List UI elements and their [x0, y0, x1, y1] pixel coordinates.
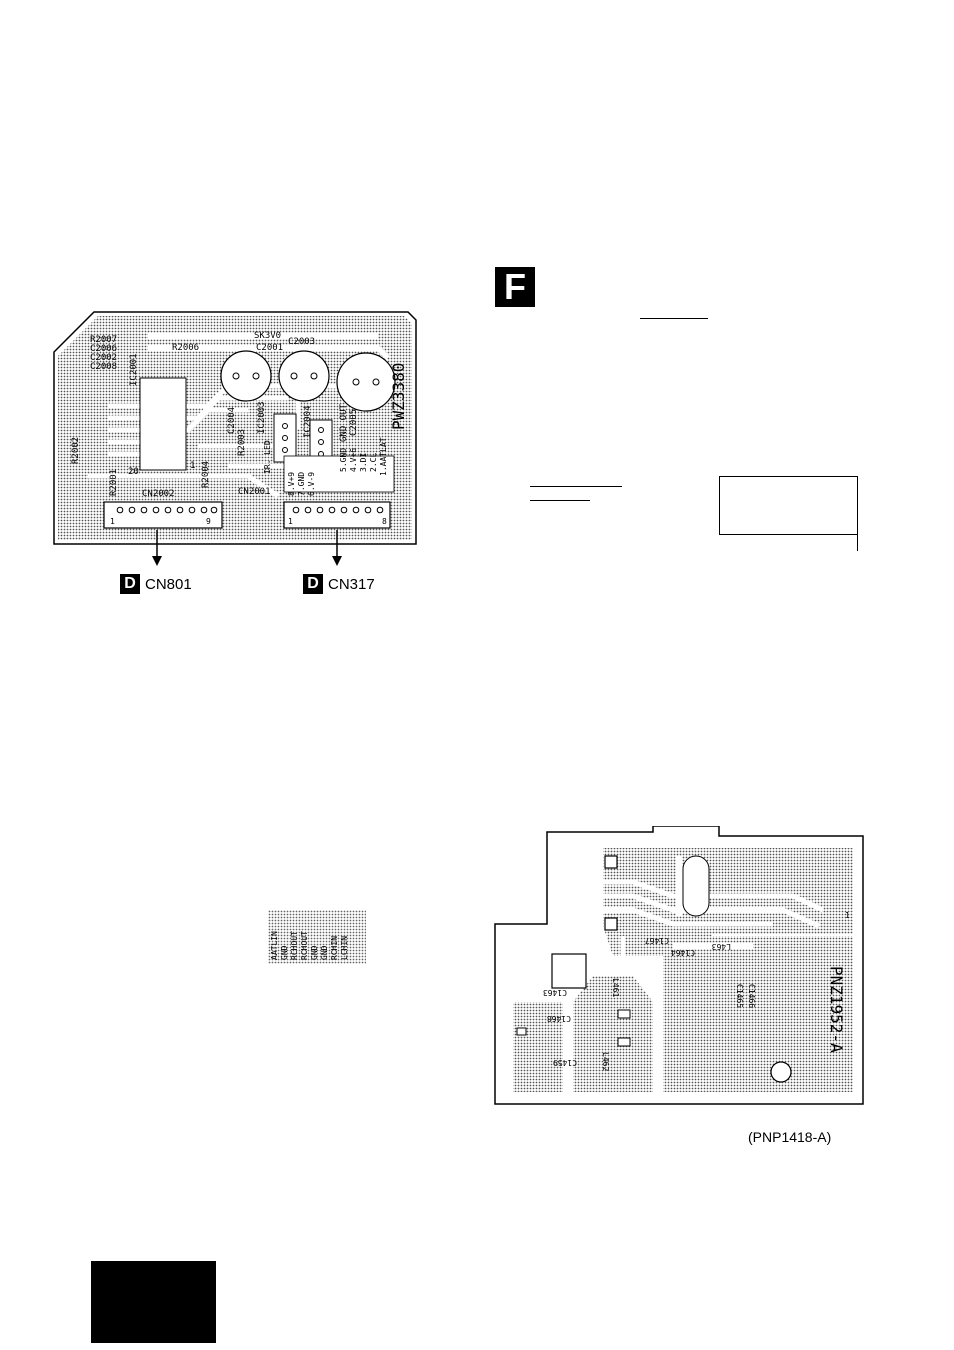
label-pin1: 1 — [845, 911, 850, 920]
page-tab-block — [91, 1261, 216, 1343]
label-cn2001-pin1: 1 — [288, 517, 293, 526]
label-ir-led: IR. LED — [263, 440, 272, 474]
pin-label: 8.V+9 — [287, 472, 296, 496]
label-r2007: R2007 — [90, 335, 117, 345]
connector-arrows — [152, 530, 342, 566]
section-badge: D — [120, 574, 140, 594]
label-cn2001: CN2001 — [238, 487, 271, 497]
underline — [640, 318, 708, 319]
pin-label: 4.V+6 — [349, 448, 358, 472]
board-f-part-code: PNZ1952-A — [827, 966, 846, 1053]
label-gnd-out: GND OUT — [339, 403, 349, 442]
label-ic2001: IC2001 — [129, 353, 139, 386]
connector-name: CN317 — [328, 575, 375, 593]
label-c2005: C2005 — [349, 409, 359, 436]
box-tick — [857, 535, 858, 551]
label-c2002: C2002 — [90, 353, 117, 363]
pin-label: 3.DI — [359, 453, 368, 472]
connector-label-cn801: D CN801 — [120, 574, 192, 594]
label-c2004: C2004 — [227, 407, 237, 434]
board-d-part-code: PWZ3380 — [389, 363, 408, 430]
pcb-board-f: C1467 L463 C1464 C1463 L461 C1468 C1465 … — [493, 825, 867, 1106]
label-c2001: C2001 — [256, 343, 283, 353]
label-ic2003: IC2003 — [257, 401, 267, 434]
label-c1465: C1465 — [735, 984, 744, 1008]
label-c1468: C1468 — [547, 1014, 571, 1023]
label-r2002: R2002 — [71, 437, 81, 464]
detail-label: RCHOUT — [300, 931, 309, 960]
label-cn2002: CN2002 — [142, 489, 175, 499]
label-r2003: R2003 — [237, 429, 247, 456]
label-r2006: R2006 — [172, 343, 199, 353]
pin-label: 5.GND — [339, 448, 348, 472]
detail-label: RCHOUT — [290, 931, 299, 960]
label-pin1: 1 — [190, 461, 195, 471]
label-l461: L461 — [611, 978, 620, 997]
detail-fragment-drawing: AATLIN GND RCHOUT RCHOUT GND GND RCHIN L… — [268, 910, 366, 964]
label-c1459: C1459 — [553, 1058, 577, 1067]
blank-box — [719, 476, 858, 535]
detail-label: LCHIN — [340, 936, 349, 960]
label-c1466: C1466 — [747, 984, 756, 1008]
label-cn2002-pin1: 1 — [110, 517, 115, 526]
detail-label: GND — [320, 945, 329, 960]
connector-label-cn317: D CN317 — [303, 574, 375, 594]
label-c1463: C1463 — [543, 988, 567, 997]
label-cn2002-pin9: 9 — [206, 517, 211, 526]
label-l462: L462 — [601, 1052, 610, 1071]
detail-label: AATLIN — [270, 931, 279, 960]
label-sk3v0: SK3V0 — [254, 331, 281, 341]
pin-label: 2.CL — [369, 453, 378, 472]
detail-fragment: AATLIN GND RCHOUT RCHOUT GND GND RCHIN L… — [268, 910, 366, 964]
label-c2006: C2006 — [90, 344, 117, 354]
pcb-board-d-drawing: R2007 C2006 C2002 C2008 R2006 SK3V0 C200… — [53, 311, 417, 545]
section-f-badge: F — [495, 266, 535, 307]
label-pin20: 20 — [128, 467, 139, 477]
label-r2001: R2001 — [109, 469, 119, 496]
assembly-ref: (PNP1418-A) — [748, 1129, 832, 1145]
detail-label: GND — [310, 945, 319, 960]
label-ic2004: IC2004 — [303, 405, 313, 438]
label-l463: L463 — [712, 942, 731, 951]
pin-label: 7.GND — [297, 472, 306, 496]
pcb-board-f-drawing: C1467 L463 C1464 C1463 L461 C1468 C1465 … — [494, 825, 864, 1105]
section-badge: D — [303, 574, 323, 594]
pin-label: 1.AATLAT — [379, 437, 388, 476]
detail-label: GND — [280, 945, 289, 960]
label-c1464: C1464 — [671, 948, 695, 957]
detail-label: RCHIN — [330, 936, 339, 960]
label-r2004: R2004 — [201, 461, 211, 488]
pcb-board-d: R2007 C2006 C2002 C2008 R2006 SK3V0 C200… — [48, 306, 420, 551]
label-c1467: C1467 — [645, 936, 669, 945]
underline — [530, 486, 622, 487]
underline — [530, 500, 590, 501]
label-cn2001-pin8: 8 — [382, 517, 387, 526]
label-c2003: C2003 — [288, 337, 315, 347]
pin-label: 6.V-9 — [307, 472, 316, 496]
connector-name: CN801 — [145, 575, 192, 593]
label-c2008: C2008 — [90, 362, 117, 372]
